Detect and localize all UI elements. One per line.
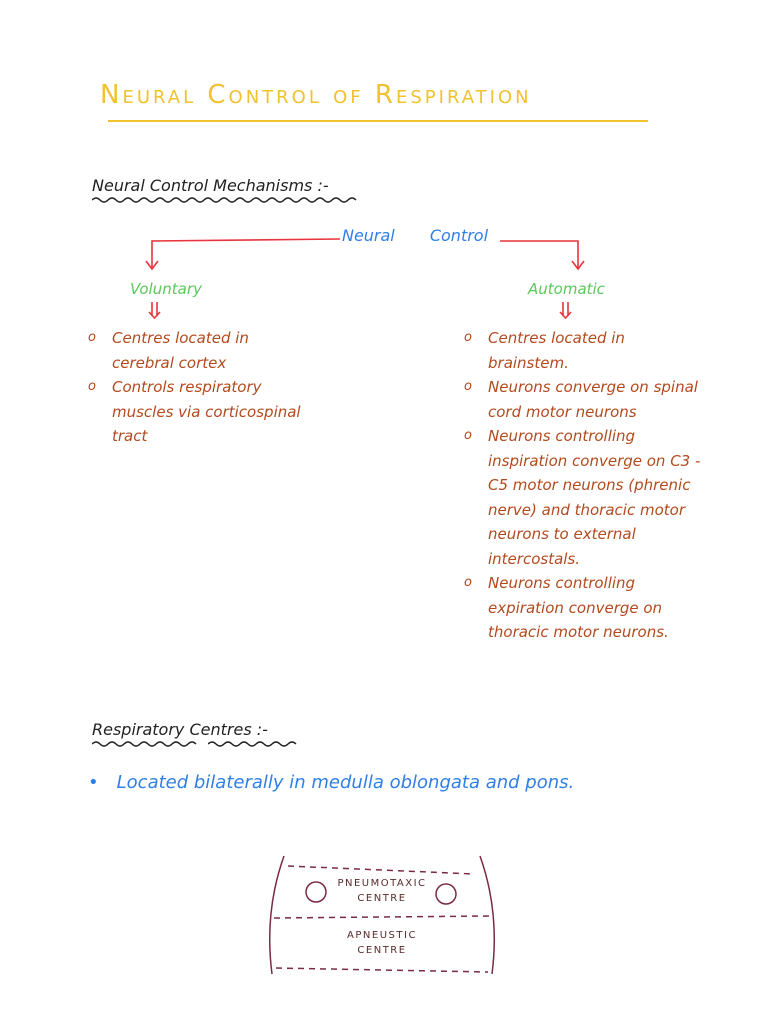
title-underline bbox=[108, 120, 648, 122]
page-title: Neural Control of Respiration bbox=[100, 80, 532, 110]
brainstem-outline bbox=[268, 855, 496, 975]
section-heading-mechanisms: Neural Control Mechanisms :- bbox=[92, 176, 329, 195]
list-item: Controls respiratory muscles via cortico… bbox=[88, 375, 308, 449]
pneumotaxic-centre-label: PNEUMOTAXIC CENTRE bbox=[337, 878, 427, 904]
branch-voluntary: Voluntary bbox=[130, 280, 202, 298]
apneustic-centre-label: APNEUSTIC CENTRE bbox=[347, 930, 417, 956]
brainstem-diagram: PNEUMOTAXIC CENTRE APNEUSTIC CENTRE bbox=[262, 852, 502, 976]
bullet-dot: • bbox=[88, 772, 99, 793]
respiratory-centres-point: • Located bilaterally in medulla oblongat… bbox=[88, 772, 574, 793]
heading-squiggle bbox=[208, 741, 297, 747]
root-node-neural-control: Neural Control bbox=[341, 226, 489, 245]
list-item: Neurons controlling inspiration converge… bbox=[464, 424, 704, 571]
section-heading-respiratory-centres: Respiratory Centres :- bbox=[92, 720, 268, 739]
automatic-points: Centres located in brainstem. Neurons co… bbox=[464, 326, 704, 645]
branch-automatic: Automatic bbox=[528, 280, 605, 298]
list-item: Neurons converge on spinal cord motor ne… bbox=[464, 375, 704, 424]
heading-squiggle bbox=[92, 741, 197, 747]
tree-arrows bbox=[145, 238, 585, 320]
list-item: Centres located in cerebral cortex bbox=[88, 326, 308, 375]
voluntary-points: Centres located in cerebral cortex Contr… bbox=[88, 326, 308, 449]
bullet-text: Located bilaterally in medulla oblongata… bbox=[116, 772, 575, 793]
list-item: Centres located in brainstem. bbox=[464, 326, 704, 375]
heading-squiggle bbox=[92, 197, 357, 203]
list-item: Neurons controlling expiration converge … bbox=[464, 571, 704, 645]
